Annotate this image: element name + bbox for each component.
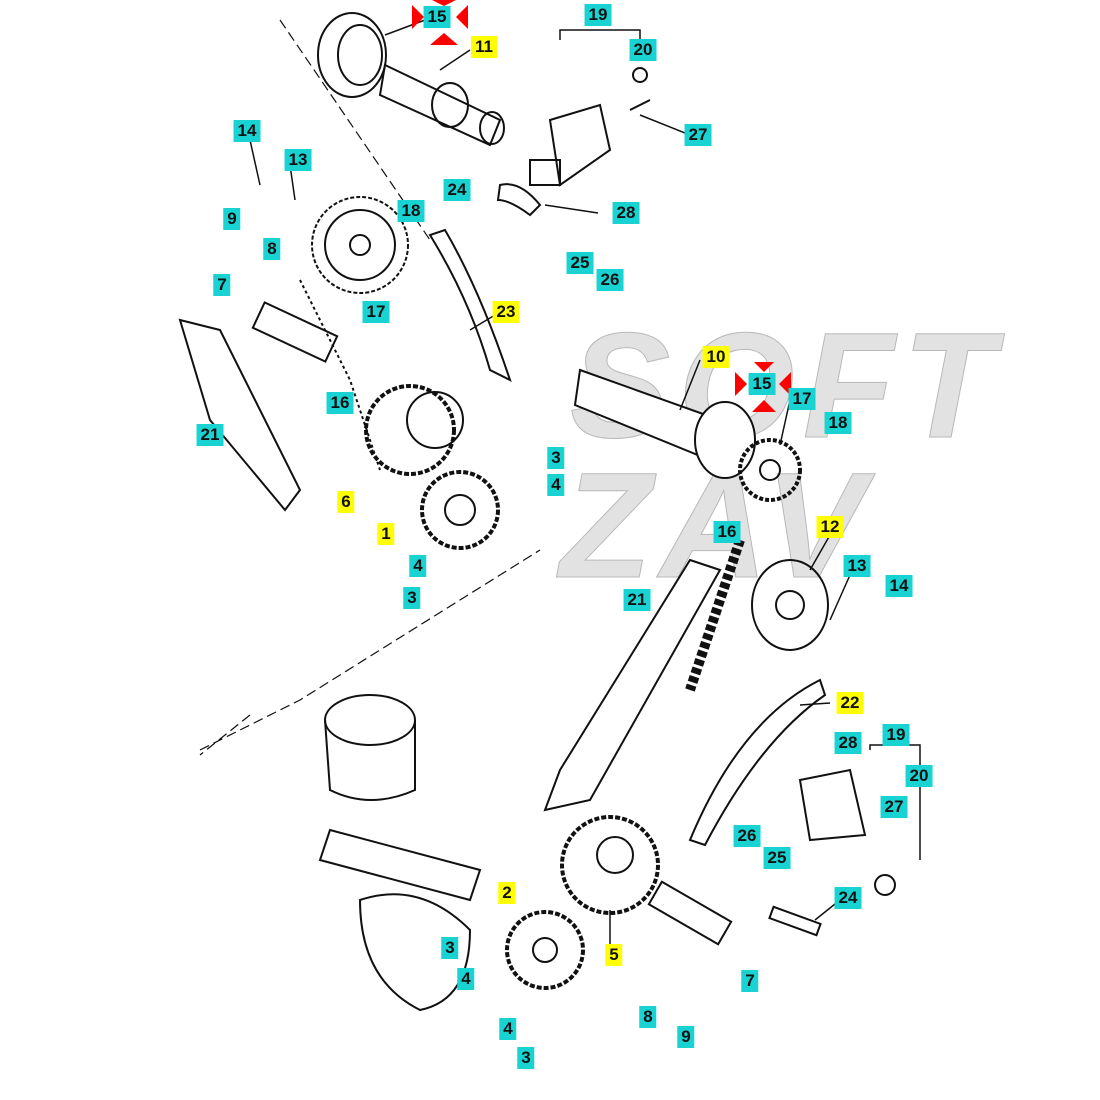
callout-part-28: 28 <box>612 202 640 224</box>
callout-part-20: 20 <box>629 39 657 61</box>
callout-part-11: 11 <box>471 36 497 58</box>
piston-crank <box>318 694 482 1012</box>
callout-part-4: 4 <box>547 474 565 496</box>
callout-part-18: 18 <box>824 412 852 434</box>
callout-part-22: 22 <box>836 692 864 714</box>
callout-part-13: 13 <box>284 149 312 171</box>
callout-part-26: 26 <box>596 269 624 291</box>
callout-part-12: 12 <box>816 516 844 538</box>
callout-part-16: 16 <box>713 521 741 543</box>
callout-part-17: 17 <box>788 388 816 410</box>
callout-part-19: 19 <box>584 4 612 26</box>
callout-part-14: 14 <box>885 575 913 597</box>
callout-part-27: 27 <box>684 124 712 146</box>
callout-part-21: 21 <box>623 589 651 611</box>
callout-part-28: 28 <box>834 732 862 754</box>
bearing-top <box>317 12 387 98</box>
callout-part-20: 20 <box>905 765 933 787</box>
gasket-top <box>496 183 542 217</box>
callout-part-27: 27 <box>880 796 908 818</box>
callout-part-8: 8 <box>639 1006 657 1028</box>
callout-part-6: 6 <box>337 491 355 513</box>
callout-part-4: 4 <box>499 1018 517 1040</box>
callout-part-9: 9 <box>677 1026 695 1048</box>
chain-left <box>299 279 381 471</box>
callout-part-3: 3 <box>403 587 421 609</box>
callout-part-24: 24 <box>834 887 862 909</box>
callout-part-26: 26 <box>733 825 761 847</box>
chain-guide-21 <box>543 558 722 812</box>
gear-1 <box>420 470 500 550</box>
callout-part-19: 19 <box>882 724 910 746</box>
sprocket-12 <box>751 559 829 651</box>
callout-part-15: 15 <box>748 373 776 395</box>
gear-2 <box>505 910 585 990</box>
callout-part-9: 9 <box>223 208 241 230</box>
sprocket-top <box>311 196 409 294</box>
callout-part-25: 25 <box>763 847 791 869</box>
callout-part-1: 1 <box>377 523 395 545</box>
callout-part-16: 16 <box>326 392 354 414</box>
assembly-line <box>199 19 541 756</box>
highlight-markers <box>412 0 791 412</box>
callout-part-17: 17 <box>362 301 390 323</box>
chain-guide-left <box>178 318 302 512</box>
pin-left <box>251 301 339 363</box>
callout-part-7: 7 <box>741 970 759 992</box>
callout-part-7: 7 <box>213 274 231 296</box>
callout-part-24: 24 <box>443 179 471 201</box>
callout-part-23: 23 <box>492 301 520 323</box>
chain-guide-22 <box>688 678 827 847</box>
callout-part-8: 8 <box>263 238 281 260</box>
callout-part-4: 4 <box>409 555 427 577</box>
sprocket-right <box>738 438 802 502</box>
callout-part-14: 14 <box>233 120 261 142</box>
callout-part-5: 5 <box>605 944 623 966</box>
callout-part-10: 10 <box>702 346 730 368</box>
callout-part-3: 3 <box>517 1047 535 1069</box>
callout-part-4: 4 <box>457 968 475 990</box>
callout-part-18: 18 <box>397 200 425 222</box>
camshaft-right <box>573 368 756 479</box>
leader-lines <box>249 19 921 945</box>
gear-5 <box>560 815 660 915</box>
callout-part-3: 3 <box>441 937 459 959</box>
gear-6 <box>364 384 464 476</box>
chain-guide-top <box>428 228 512 382</box>
callout-part-25: 25 <box>566 252 594 274</box>
pin-right <box>647 880 733 946</box>
tensioner-right <box>768 768 896 937</box>
callout-part-3: 3 <box>547 447 565 469</box>
callout-part-2: 2 <box>498 882 516 904</box>
tensioner-top <box>529 67 651 187</box>
camshaft-top <box>378 63 505 147</box>
callout-part-15: 15 <box>423 6 451 28</box>
chain-right <box>685 538 745 692</box>
callout-part-21: 21 <box>196 424 224 446</box>
callout-part-13: 13 <box>843 555 871 577</box>
